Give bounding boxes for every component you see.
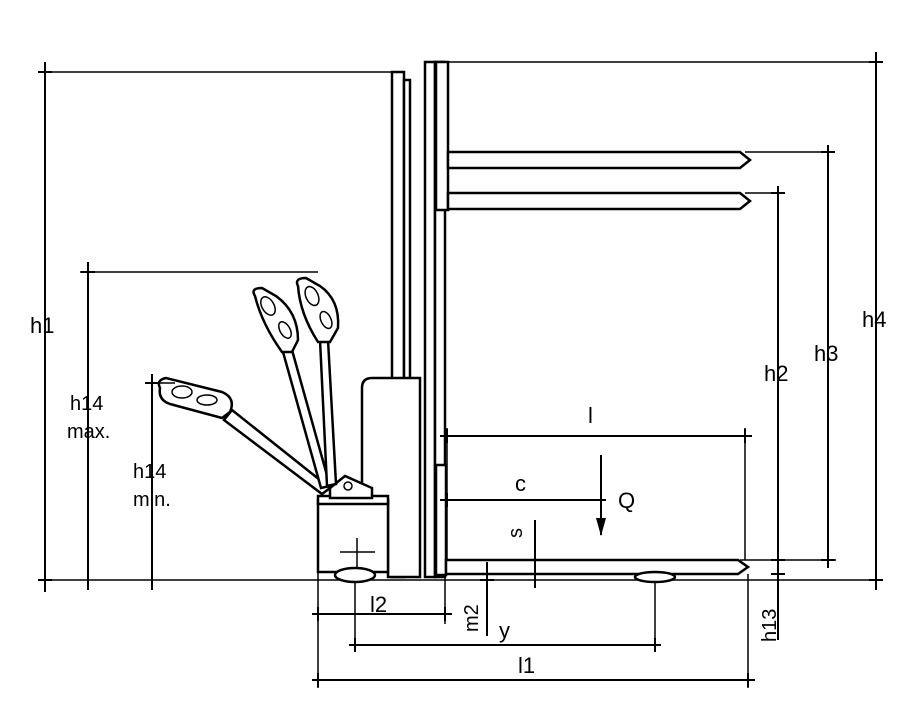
- dim-h14-min: [145, 374, 175, 590]
- dimension-labels: h1 h14 max. h14 min. h2 h3 h4 l c Q s l2…: [30, 307, 886, 678]
- dim-l2: [312, 572, 452, 688]
- load-arrow-q: [596, 455, 606, 536]
- label-h13: h13: [759, 609, 781, 642]
- dim-h14-max: [80, 262, 318, 590]
- label-h14-min: h14: [133, 461, 166, 483]
- dim-h13: [771, 568, 785, 640]
- dimension-lines: [38, 52, 883, 688]
- label-c: c: [515, 471, 526, 496]
- dim-y: [349, 582, 661, 652]
- tiller-min: [157, 376, 333, 496]
- label-l2: l2: [370, 592, 387, 617]
- label-h4: h4: [862, 307, 886, 332]
- label-q: Q: [618, 488, 635, 513]
- label-h1: h1: [30, 313, 54, 338]
- label-h14-max: h14: [70, 393, 103, 415]
- label-l1: l1: [518, 653, 535, 678]
- dim-h4: [440, 52, 883, 590]
- lowered-fork: [434, 463, 751, 584]
- label-h3: h3: [814, 341, 838, 366]
- dim-h1: [38, 62, 400, 592]
- dim-c: [440, 493, 606, 507]
- tiller-mid: [252, 286, 332, 490]
- dim-s: [528, 520, 542, 588]
- dim-l: [440, 428, 752, 560]
- label-l: l: [588, 403, 593, 428]
- dim-l1: [312, 574, 755, 688]
- label-min: min.: [133, 489, 171, 511]
- label-y: y: [499, 618, 510, 643]
- tiller-max: [295, 276, 340, 488]
- label-h2: h2: [764, 361, 788, 386]
- chassis: [316, 376, 422, 584]
- label-max: max.: [67, 421, 110, 443]
- raised-forks: [434, 60, 753, 212]
- label-s: s: [505, 528, 527, 538]
- dim-h2: [740, 186, 836, 568]
- dim-m2: [480, 562, 494, 636]
- label-m2: m2: [461, 604, 483, 632]
